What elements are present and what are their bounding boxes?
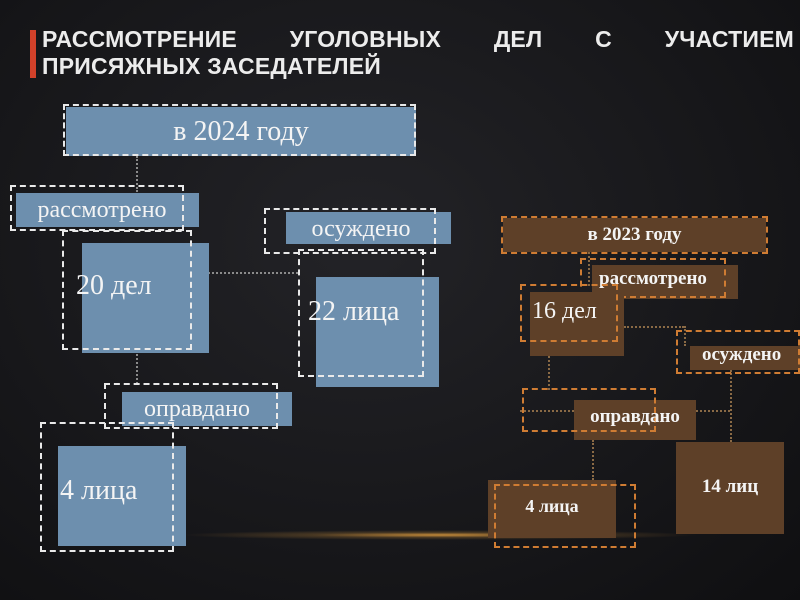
year-2023-header-outline: [501, 216, 768, 254]
connector: [192, 272, 298, 274]
year-2023-label: в 2023 году: [587, 224, 682, 245]
acquitted-2024-value-outline: [40, 422, 174, 552]
title-line-1: РАССМОТРЕНИЕ УГОЛОВНЫХ ДЕЛ С УЧАСТИЕМ: [42, 26, 794, 53]
reviewed-2024-value-box: [82, 243, 209, 353]
connector: [684, 326, 686, 346]
acquitted-2023-label-outline: [522, 388, 656, 432]
acquitted-2023-label-box: [574, 400, 696, 440]
title-word: ДЕЛ: [493, 26, 543, 52]
year-2024-label: в 2024 году: [173, 116, 309, 147]
year-2024-header-box: [66, 107, 416, 156]
reviewed-2024-label: рассмотрено: [37, 197, 167, 223]
convicted-2024-value-box: [316, 277, 439, 387]
reviewed-2023-value: 16 дел: [532, 298, 597, 324]
title-accent-bar: [30, 30, 36, 78]
acquitted-2023-label: оправдано: [590, 406, 680, 427]
reviewed-2023-label: рассмотрено: [599, 268, 707, 289]
acquitted-2024-value-box: [58, 446, 186, 546]
slide-title: РАССМОТРЕНИЕ УГОЛОВНЫХ ДЕЛ С УЧАСТИЕМ ПР…: [42, 26, 794, 80]
bottom-glow-line: [180, 530, 700, 540]
title-word: УЧАСТИЕМ: [664, 26, 794, 52]
connector: [136, 156, 138, 192]
acquitted-2023-value-outline: [494, 484, 636, 548]
connector: [592, 440, 594, 480]
year-2023-header-box: [503, 218, 766, 252]
acquitted-2024-value: 4 лица: [60, 475, 138, 506]
reviewed-2023-label-outline: [580, 258, 726, 298]
reviewed-2024-value-outline: [62, 230, 192, 350]
convicted-2024-label-box: [286, 212, 451, 244]
convicted-2023-label-outline: [676, 330, 800, 374]
convicted-2024-label-outline: [264, 208, 436, 254]
convicted-2023-value: 14 лиц: [701, 476, 759, 497]
acquitted-2024-label-box: [122, 392, 292, 426]
title-word: УГОЛОВНЫХ: [289, 26, 442, 52]
title-line-2: ПРИСЯЖНЫХ ЗАСЕДАТЕЛЕЙ: [42, 53, 382, 79]
convicted-2024-value-outline: [298, 249, 424, 377]
connector: [136, 350, 138, 384]
reviewed-2024-value: 20 дел: [76, 270, 152, 301]
convicted-2024-label: осуждено: [311, 216, 411, 242]
acquitted-2024-label: оправдано: [144, 396, 250, 422]
connector: [548, 356, 550, 390]
year-2024-header-outline: [63, 104, 416, 156]
reviewed-2023-value-outline: [520, 284, 618, 342]
title-word: С: [595, 26, 612, 52]
acquitted-2023-value-box: [488, 480, 616, 538]
convicted-2023-value-box: [676, 442, 784, 534]
connector: [588, 252, 590, 286]
connector: [624, 326, 684, 328]
convicted-2023-label-box: [690, 346, 800, 370]
reviewed-2024-label-box: [16, 193, 199, 227]
connector: [730, 370, 732, 442]
connector: [520, 410, 574, 412]
convicted-2023-label: осуждено: [702, 344, 782, 365]
title-word: РАССМОТРЕНИЕ: [42, 26, 237, 52]
convicted-2024-value: 22 лица: [308, 296, 400, 327]
connector: [696, 410, 730, 412]
acquitted-2024-label-outline: [104, 383, 278, 429]
acquitted-2023-value: 4 лица: [525, 496, 579, 516]
reviewed-2023-value-box: [530, 292, 624, 356]
